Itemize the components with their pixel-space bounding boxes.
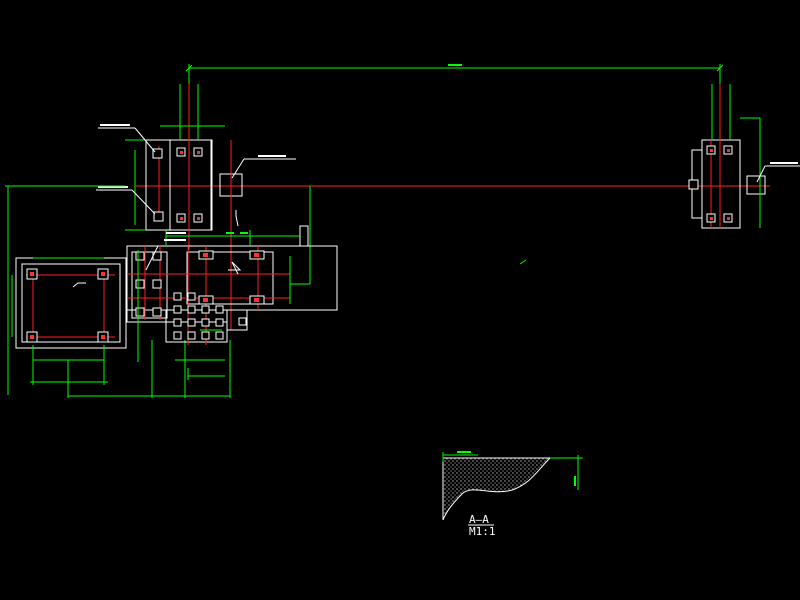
top-overall-dimension <box>185 64 724 186</box>
section-aa-detail: A—A M1:1 <box>442 451 583 538</box>
left-foundation-plate <box>11 257 127 385</box>
left-top-footing <box>125 84 225 250</box>
scale-label: M1:1 <box>469 525 496 538</box>
leader-labels <box>96 124 296 215</box>
left-dimensions <box>5 185 311 398</box>
central-machine-base <box>72 210 527 380</box>
section-label: A—A <box>469 513 489 526</box>
right-footing <box>688 84 800 229</box>
